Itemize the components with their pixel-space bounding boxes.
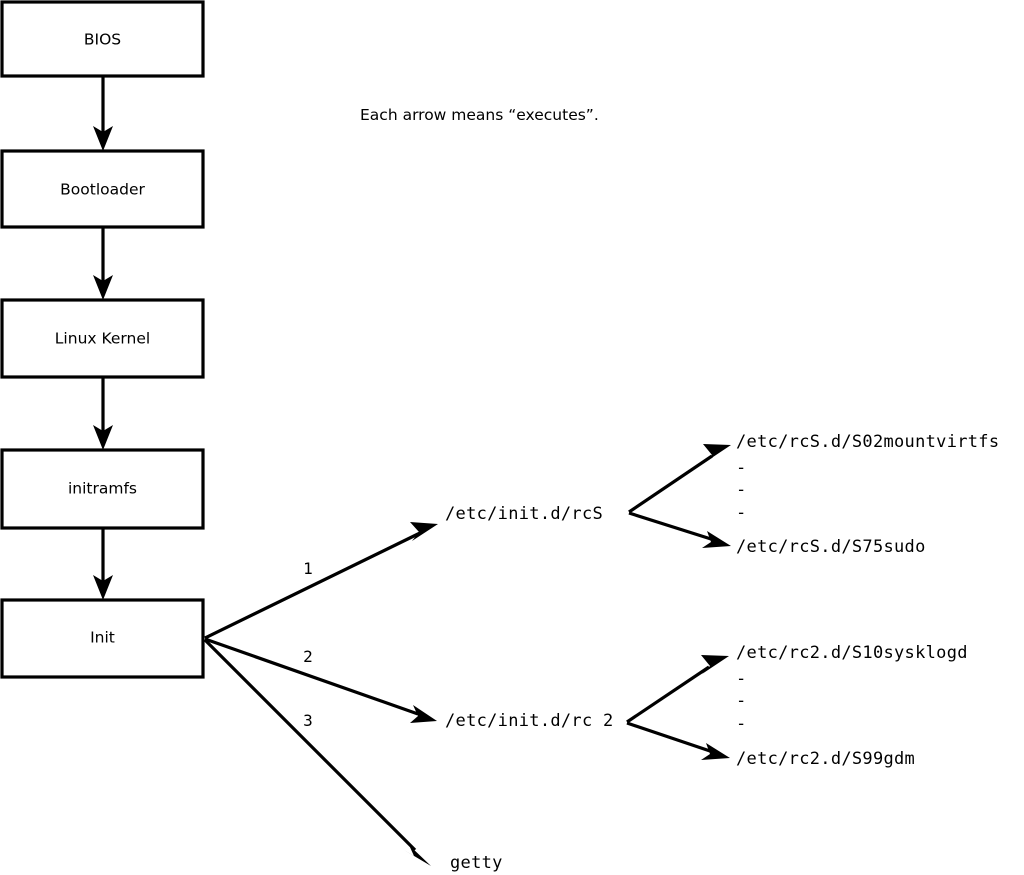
rc2-subbranch-arrows-group (626, 655, 730, 760)
label-rcS-last-script[interactable]: /etc/rcS.d/S75sudo (736, 537, 926, 557)
rc2-ellipsis-dash-1: - (736, 669, 746, 689)
label-rcS-first-script[interactable]: /etc/rcS.d/S02mountvirtfs (736, 432, 999, 452)
arrow-init-branch-1 (204, 522, 438, 640)
node-init-label: Init (90, 629, 115, 647)
boot-chain-group: BIOS Bootloader Linux Kernel initramfs I… (0, 0, 205, 679)
arrow-rc2-to-first-script (626, 655, 729, 724)
legend-note: Each arrow means “executes”. (360, 106, 599, 124)
node-bios-rect[interactable] (0, 0, 205, 78)
label-etc-init-d-rc-2[interactable]: /etc/init.d/rc 2 (445, 711, 614, 731)
arrow-init-branch-2 (204, 637, 437, 723)
rcs-leaf-labels-group: /etc/rcS.d/S02mountvirtfs - - - /etc/rcS… (736, 432, 999, 557)
label-getty[interactable]: getty (450, 853, 503, 873)
branch-number-1: 1 (303, 559, 313, 578)
rc2-ellipsis-dash-2: - (736, 691, 746, 711)
node-initramfs[interactable]: initramfs (0, 448, 205, 530)
node-bootloader[interactable]: Bootloader (0, 149, 205, 229)
mid-script-labels-group: /etc/init.d/rcS /etc/init.d/rc 2 getty (445, 504, 614, 873)
node-linux-kernel-label: Linux Kernel (55, 330, 150, 348)
node-initramfs-label: initramfs (68, 480, 137, 498)
rc2-leaf-labels-group: /etc/rc2.d/S10sysklogd - - - /etc/rc2.d/… (736, 643, 968, 769)
label-rc2-first-script[interactable]: /etc/rc2.d/S10sysklogd (736, 643, 968, 663)
node-init-rect[interactable] (0, 598, 205, 679)
node-bios[interactable]: BIOS (0, 0, 205, 78)
arrow-rc2-to-last-script (626, 721, 730, 760)
arrow-bootloader-to-kernel (93, 227, 113, 300)
chain-arrows-group (93, 76, 113, 600)
node-initramfs-rect[interactable] (0, 448, 205, 530)
rcS-ellipsis-dash-2: - (736, 480, 746, 500)
rc2-ellipsis-dash-3: - (736, 714, 746, 734)
rcS-ellipsis-dash-3: - (736, 503, 746, 523)
branch-number-labels-group: 1 2 3 (303, 559, 313, 730)
node-bootloader-label: Bootloader (60, 181, 145, 199)
node-bios-label: BIOS (84, 31, 121, 49)
rcs-subbranch-arrows-group (628, 444, 731, 548)
node-linux-kernel-rect[interactable] (0, 298, 205, 379)
arrow-kernel-to-initramfs (93, 377, 113, 450)
rcS-ellipsis-dash-1: - (736, 458, 746, 478)
arrow-bios-to-bootloader (93, 76, 113, 151)
init-branch-arrows-group (203, 522, 438, 866)
arrow-rcs-to-first-script (628, 444, 731, 514)
arrow-init-branch-3 (203, 638, 431, 866)
node-linux-kernel[interactable]: Linux Kernel (0, 298, 205, 379)
node-init[interactable]: Init (0, 598, 205, 679)
arrow-rcs-to-last-script (628, 511, 731, 548)
branch-number-3: 3 (303, 711, 313, 730)
arrow-initramfs-to-init (93, 528, 113, 600)
branch-number-2: 2 (303, 647, 313, 666)
label-rc2-last-script[interactable]: /etc/rc2.d/S99gdm (736, 749, 915, 769)
label-etc-init-d-rcS[interactable]: /etc/init.d/rcS (445, 504, 603, 524)
